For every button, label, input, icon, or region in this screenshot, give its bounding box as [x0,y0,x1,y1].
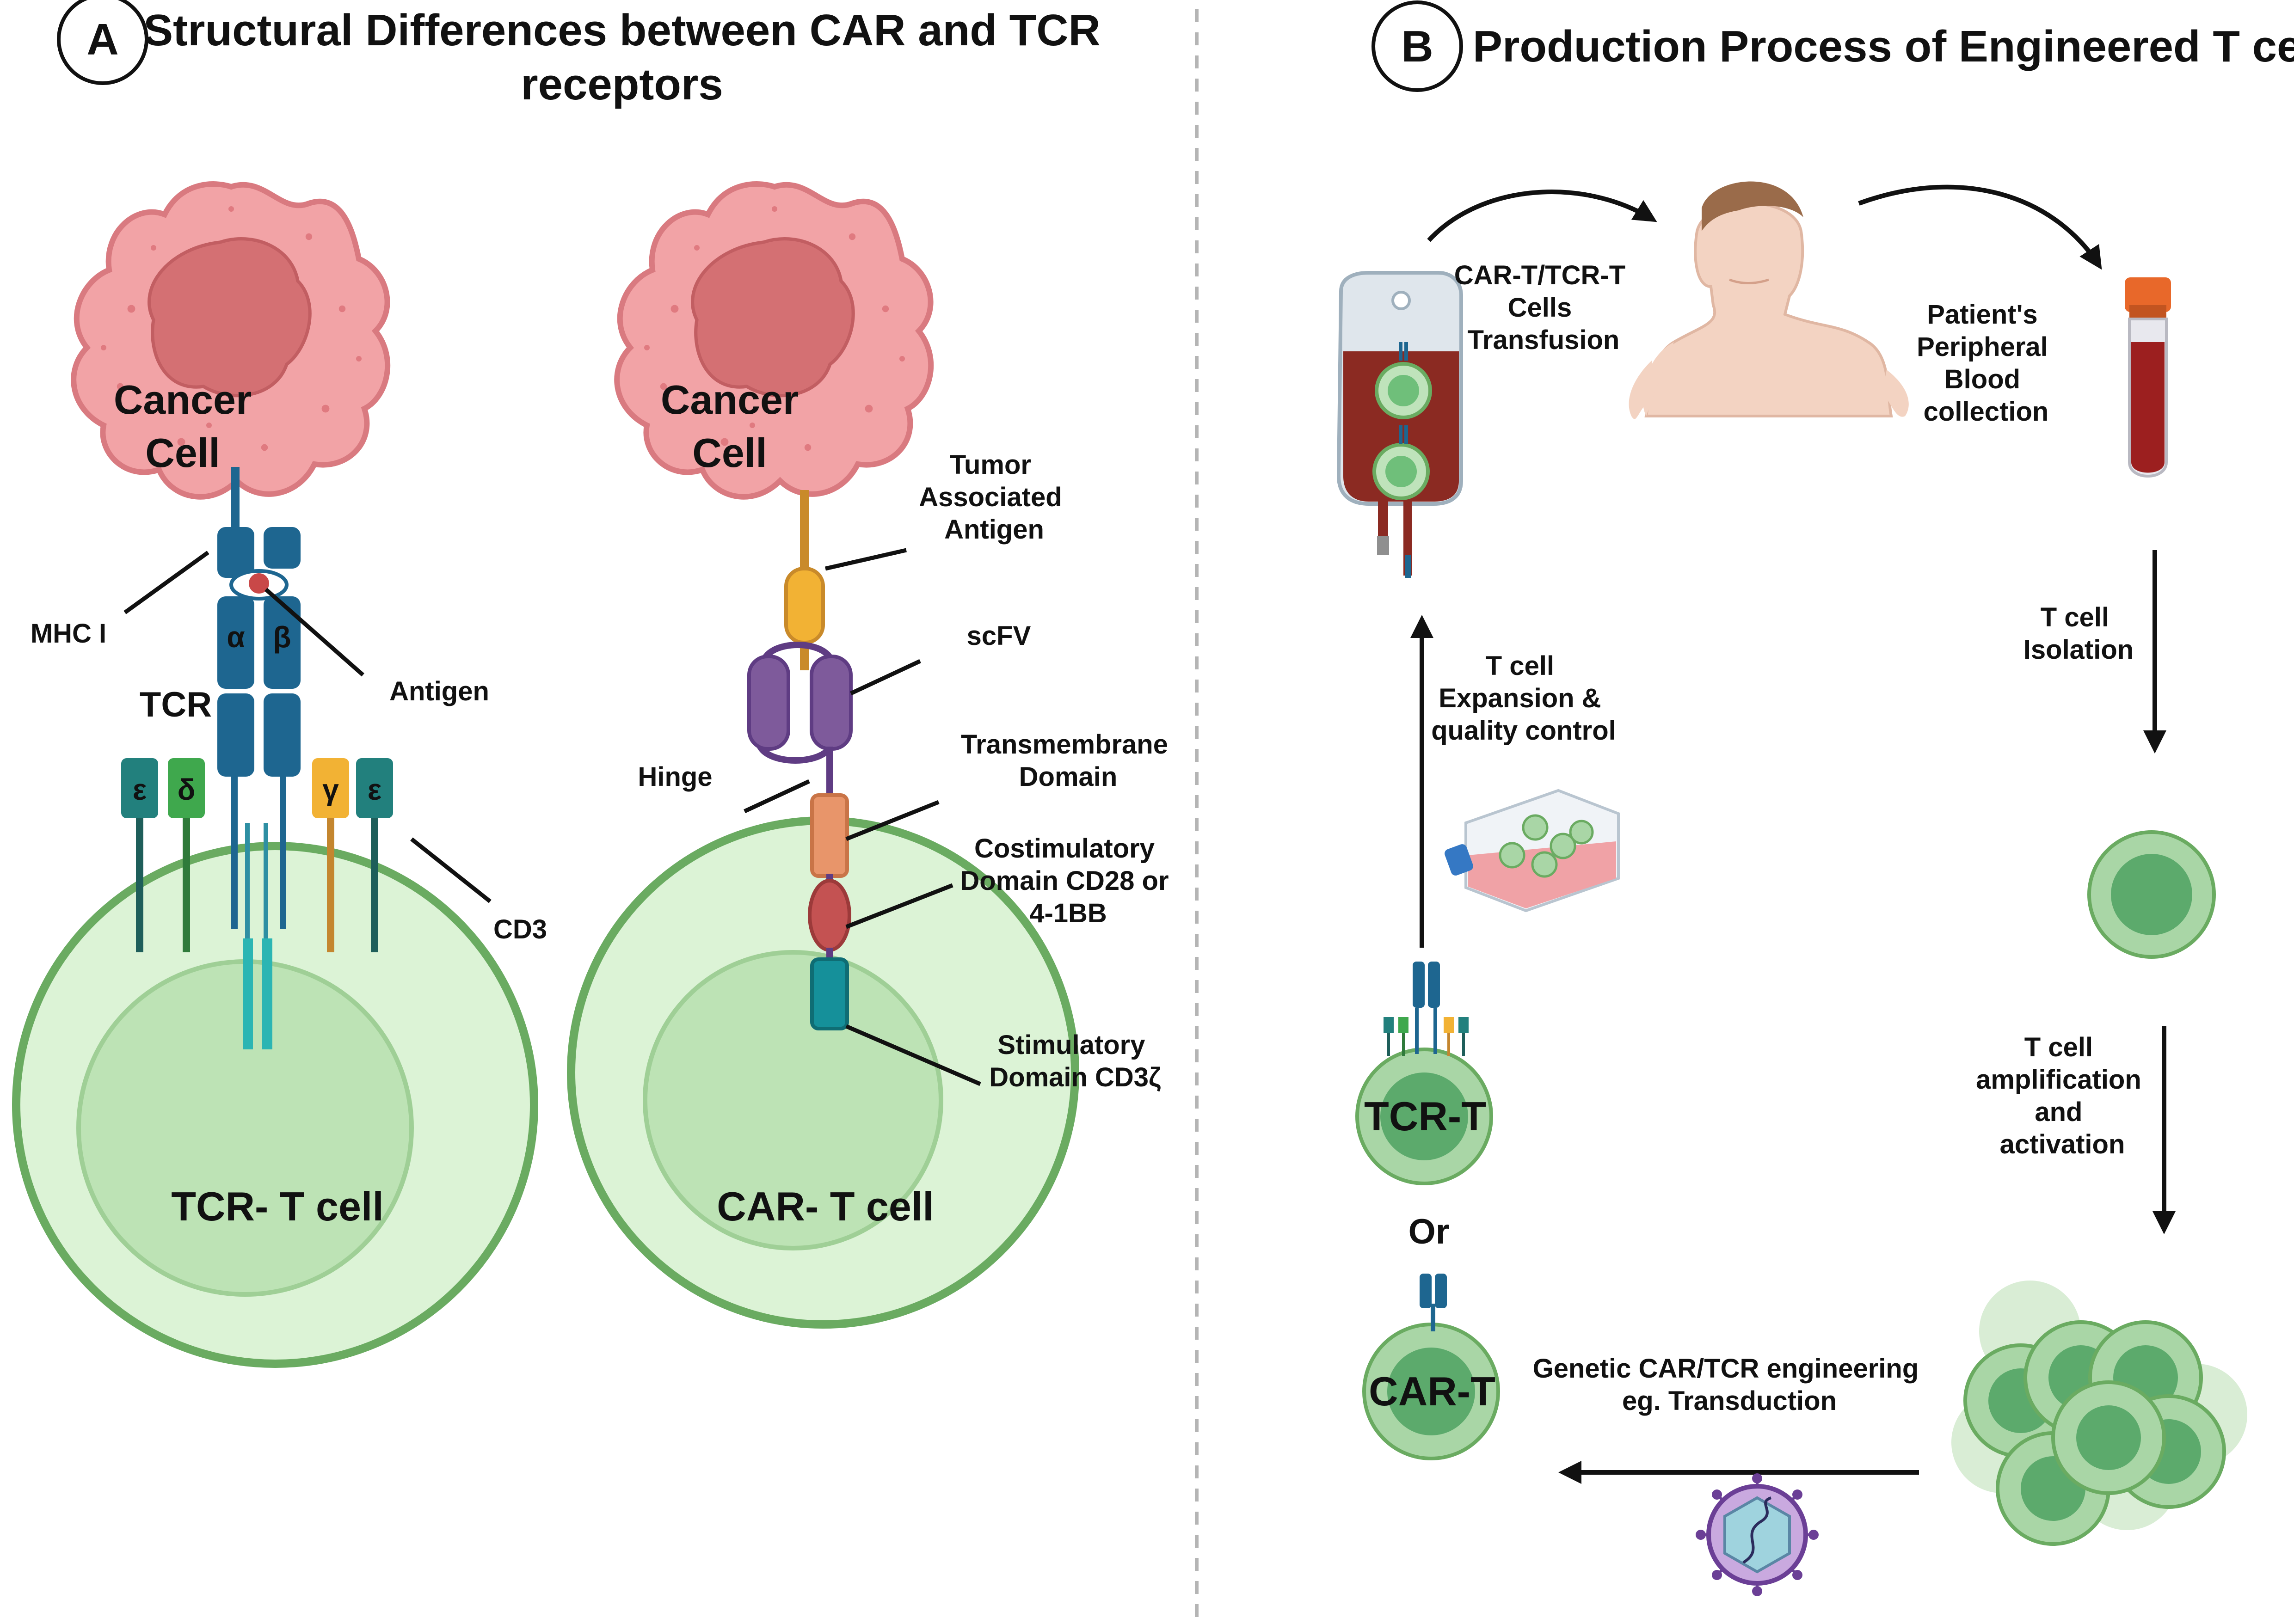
tcr-t-cell-label: TCR- T cell [171,1183,384,1229]
transfusion-label: CAR-T/TCR-T Cells Transfusion [1454,260,1633,355]
costim-leader [845,883,953,929]
blood-tube-icon [2125,277,2171,478]
tcr-complex [217,467,301,1049]
panel-b: B Production Process of Engineered T cel… [1336,0,2294,1596]
cancer-cell-left [74,184,387,497]
arrow-bag-to-patient [1427,190,1657,242]
cd3-epsilon-right: ε [368,773,381,806]
activated-cell-cluster [1951,1281,2247,1546]
cancer-cell-right [617,184,931,497]
expansion-label: T cell Expansion & quality control [1431,651,1616,746]
tcr-label: TCR [140,685,212,724]
car-t-icon [1362,1274,1500,1460]
car-t-label: CAR-T [1369,1368,1495,1414]
alpha-label: α [227,620,245,654]
beta-label: β [273,620,291,654]
isolation-label: T cell Isolation [2023,602,2134,665]
arrow-patient-to-tube [1858,184,2102,270]
taa-leader [824,548,907,571]
isolated-t-cell [2087,830,2216,959]
car-receptor [747,490,853,1030]
panel-a-title-line1: Structural Differences between CAR and T… [143,6,1101,55]
engineering-label: Genetic CAR/TCR engineering eg. Transduc… [1533,1354,1926,1416]
panel-a-badge [57,0,148,85]
hinge-label: Hinge [638,762,712,792]
cd3-gamma: γ [322,773,339,806]
cd3-label: CD3 [493,914,547,944]
patient-figure [1629,181,1909,419]
costim-label: Costimulatory Domain CD28 or 4-1BB [960,833,1176,928]
cd3-epsilon-left: ε [133,773,147,806]
antigen-dot [249,573,269,594]
tcr-t-cell [12,842,538,1368]
panel-b-badge [1371,0,1463,92]
stim-label: Stimulatory Domain CD3ζ [989,1030,1161,1092]
mhc-leader [123,551,209,614]
car-t-cell [567,816,1079,1329]
cd3-leader [410,837,492,903]
panel-b-badge-letter: B [1401,22,1433,71]
cancer-cell-right-line1: Cancer [661,377,799,423]
tm-leader [845,800,940,841]
antigen-label: Antigen [389,676,489,706]
stim-leader [845,1024,981,1086]
cancer-cell-left-line1: Cancer [114,377,252,423]
panel-b-title: Production Process of Engineered T cell [1473,22,2294,71]
antigen-leader [264,588,364,677]
cancer-cell-right-line2: Cell [692,430,767,476]
taa-label: Tumor Associated Antigen [919,450,1070,545]
cd3-chains [121,758,393,952]
cancer-cell-left-line2: Cell [145,430,220,476]
blood-collection-label: Patient's Peripheral Blood collection [1917,300,2055,427]
cd3-delta: δ [178,773,196,806]
virus-icon [1696,1473,1819,1596]
panel-a: A Structural Differences between CAR and… [12,0,1176,1368]
amplification-label: T cell amplification and activation [1976,1032,2149,1159]
hinge-leader [744,779,810,814]
tm-label: Transmembrane Domain [961,729,1175,792]
scfv-label: scFV [967,621,1031,651]
panel-a-title-line2: receptors [521,60,723,109]
or-label: Or [1408,1212,1450,1251]
iv-bag-icon [1336,271,1463,578]
culture-flask-icon [1445,789,1620,913]
tcr-t-icon [1355,962,1493,1185]
tcr-t-label: TCR-T [1364,1093,1486,1139]
mhc-label: MHC I [31,619,106,649]
car-t-cell-label: CAR- T cell [717,1183,934,1229]
scfv-leader [850,659,921,696]
panel-a-badge-letter: A [86,15,118,64]
